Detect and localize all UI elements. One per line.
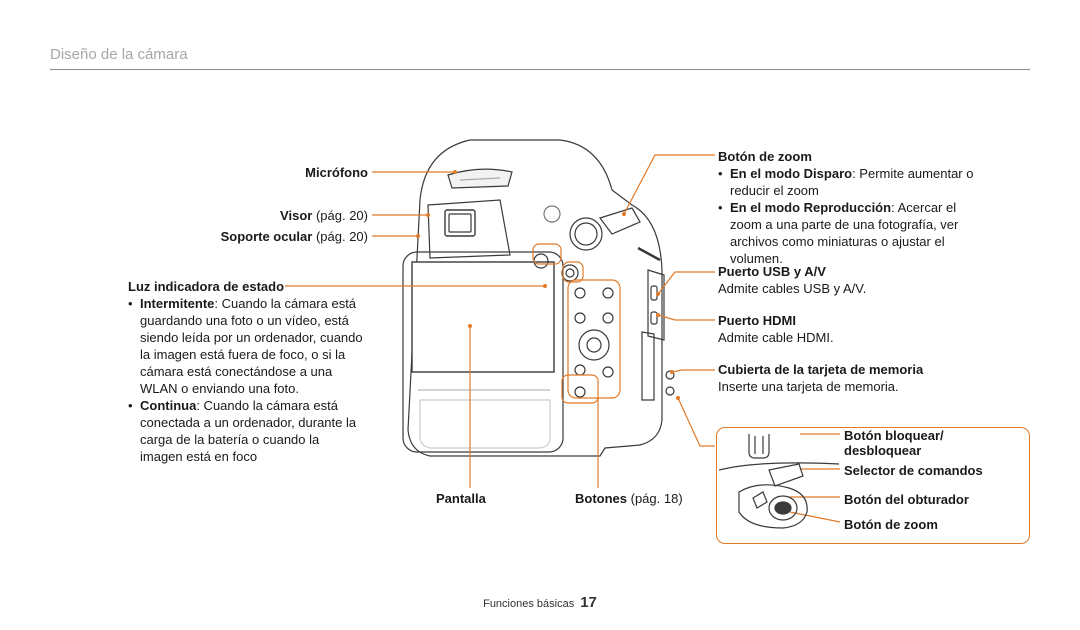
zoom-term: En el modo Disparo xyxy=(730,166,853,181)
status-light-list: Intermitente: Cuando la cámara está guar… xyxy=(128,295,364,465)
page-footer: Funciones básicas 17 xyxy=(0,594,1080,611)
memory-card-block: Cubierta de la tarjeta de memoria Insert… xyxy=(718,361,1018,395)
usb-title: Puerto USB y A/V xyxy=(718,264,826,279)
eyecup-page-ref: (pág. 20) xyxy=(315,229,368,244)
camera-body xyxy=(402,139,675,457)
usb-port-block: Puerto USB y A/V Admite cables USB y A/V… xyxy=(718,263,1018,297)
hdmi-port-block: Puerto HDMI Admite cable HDMI. xyxy=(718,312,1018,346)
status-light-title: Luz indicadora de estado xyxy=(128,279,285,294)
status-light-item: Continua: Cuando la cámara está conectad… xyxy=(128,397,364,465)
eyecup-label: Soporte ocular (pág. 20) xyxy=(180,228,368,245)
page-number: 17 xyxy=(580,594,597,611)
zoom-term: En el modo Reproducción xyxy=(730,200,892,215)
lock-button-label: Botón bloquear/ desbloquear xyxy=(844,428,944,458)
footer-section: Funciones básicas xyxy=(483,598,575,610)
status-light-term: Continua xyxy=(140,398,197,413)
viewfinder-page-ref: (pág. 20) xyxy=(315,208,368,223)
buttons-label-text: Botones xyxy=(575,491,627,506)
callout-dots xyxy=(416,170,680,400)
hdmi-text: Admite cable HDMI. xyxy=(718,330,834,345)
command-dial-label: Selector de comandos xyxy=(844,463,983,478)
zoom-list: En el modo Disparo: Permite aumentar o r… xyxy=(718,165,988,267)
status-light-text: : Cuando la cámara está guardando una fo… xyxy=(140,296,363,396)
status-light-item: Intermitente: Cuando la cámara está guar… xyxy=(128,295,364,397)
lock-label-line1: Botón bloquear/ xyxy=(844,428,944,443)
status-light-text: : Cuando la cámara está conectada a un o… xyxy=(140,398,357,464)
callout-lines xyxy=(285,154,841,523)
zoom-item: En el modo Disparo: Permite aumentar o r… xyxy=(718,165,988,199)
memory-title: Cubierta de la tarjeta de memoria xyxy=(718,362,924,377)
screen-label: Pantalla xyxy=(436,491,486,506)
viewfinder-label: Visor (pág. 20) xyxy=(220,207,368,224)
viewfinder-label-text: Visor xyxy=(280,208,313,223)
buttons-label: Botones (pág. 18) xyxy=(575,490,683,507)
shutter-button-label: Botón del obturador xyxy=(844,492,969,507)
zoom-button-block: Botón de zoom En el modo Disparo: Permit… xyxy=(718,148,988,267)
button-group-outline xyxy=(532,243,621,404)
memory-text: Inserte una tarjeta de memoria. xyxy=(718,379,899,394)
microphone-label: Micrófono xyxy=(305,165,368,180)
buttons-page-ref: (pág. 18) xyxy=(630,491,683,506)
shutter-detail-inset xyxy=(716,427,1030,544)
zoom-title: Botón de zoom xyxy=(718,149,812,164)
hdmi-title: Puerto HDMI xyxy=(718,313,796,328)
shutter-detail-drawing xyxy=(719,434,839,529)
lock-label-line2: desbloquear xyxy=(844,443,922,458)
zoom-text: : Acercar el zoom a una parte de una fot… xyxy=(730,200,959,266)
usb-text: Admite cables USB y A/V. xyxy=(718,281,867,296)
zoom-text: : Permite aumentar o reducir el zoom xyxy=(730,166,974,198)
header-divider xyxy=(50,69,1030,70)
zoom-item: En el modo Reproducción: Acercar el zoom… xyxy=(718,199,988,267)
eyecup-label-text: Soporte ocular xyxy=(220,229,313,244)
page-header-title: Diseño de la cámara xyxy=(50,46,188,63)
status-light-block: Luz indicadora de estado Intermitente: C… xyxy=(128,278,364,465)
inset-zoom-label: Botón de zoom xyxy=(844,517,938,532)
status-light-term: Intermitente xyxy=(140,296,215,311)
